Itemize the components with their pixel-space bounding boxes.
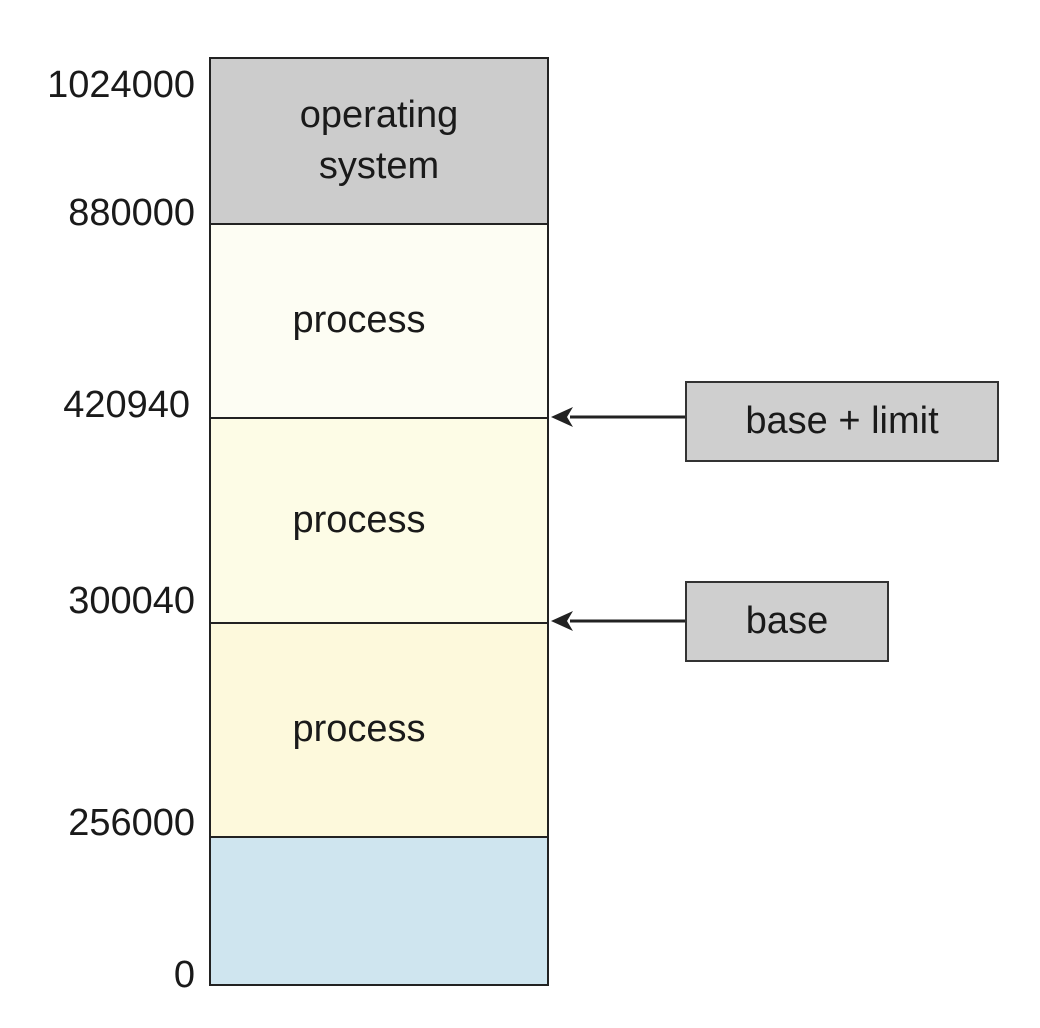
process-label-top: process	[292, 299, 426, 342]
process-label-middle: process	[292, 498, 426, 541]
arrow-base-limit	[551, 407, 686, 427]
process-segment-middle: process	[211, 417, 547, 622]
address-label-1024000: 1024000	[47, 64, 195, 106]
address-label-300040: 300040	[68, 580, 195, 622]
base-plus-limit-register: base + limit	[685, 381, 999, 462]
memory-layout: operating system process process process	[209, 57, 549, 986]
process-segment-top: process	[211, 223, 547, 417]
process-label-bottom: process	[292, 708, 426, 751]
arrow-base	[551, 611, 686, 631]
operating-system-label: operating system	[299, 93, 459, 187]
address-label-420940: 420940	[63, 384, 190, 426]
address-label-256000: 256000	[68, 802, 195, 844]
address-label-880000: 880000	[68, 192, 195, 234]
base-register: base	[685, 581, 889, 662]
free-memory-segment	[211, 836, 547, 984]
address-label-0: 0	[173, 954, 195, 996]
operating-system-segment: operating system	[211, 59, 547, 223]
process-segment-bottom: process	[211, 622, 547, 836]
